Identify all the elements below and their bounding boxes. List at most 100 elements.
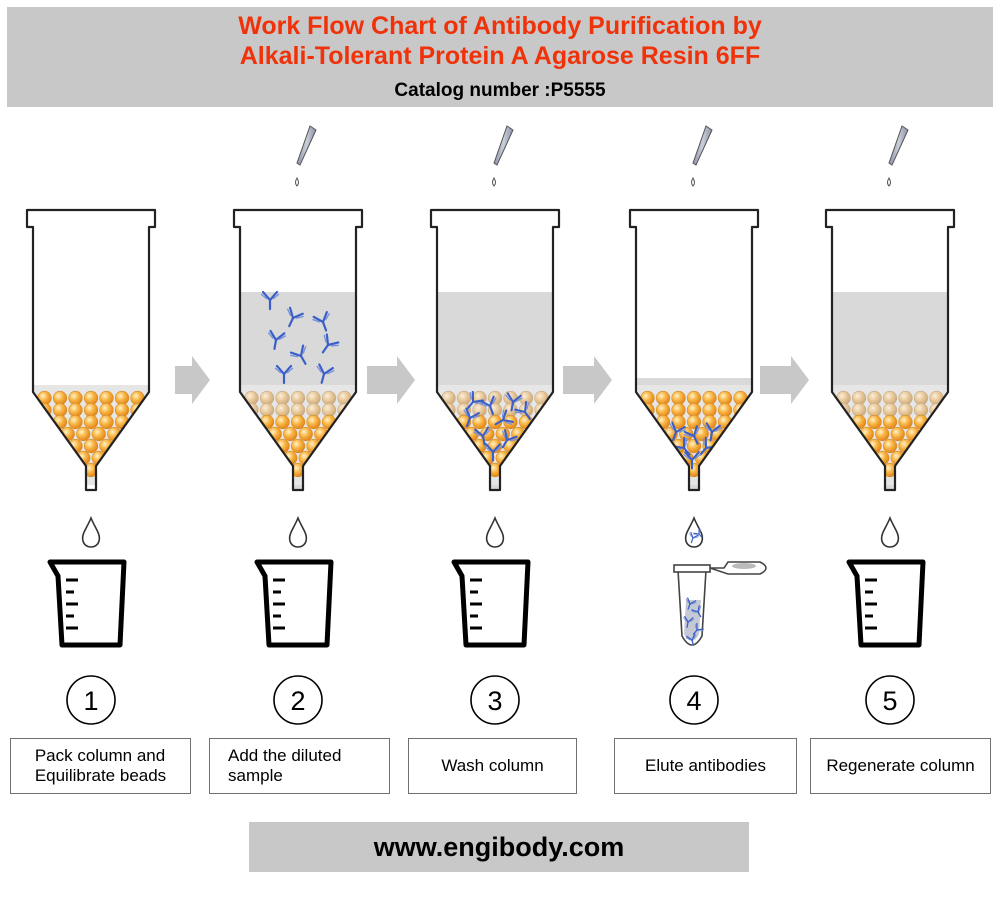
antibody-icon (514, 400, 531, 421)
drop-icon (81, 515, 101, 548)
antibody-icon (473, 426, 491, 446)
resin-bead (859, 450, 874, 466)
step-number-text: 5 (882, 686, 897, 716)
resin-bead (655, 438, 671, 454)
step-number-text: 3 (487, 686, 502, 716)
beaker-icon (451, 559, 531, 648)
resin-bead (464, 450, 479, 466)
column-outline (25, 208, 157, 492)
drop-icon (288, 515, 308, 548)
resin-bead (890, 426, 905, 442)
resin-bead (290, 402, 306, 418)
column-5 (824, 208, 956, 492)
resin-bead (321, 402, 337, 418)
antibody-icon (501, 429, 518, 449)
antibody-icon (691, 605, 702, 618)
step-number-1: 1 (66, 675, 116, 725)
resin-bead (314, 450, 329, 466)
vessels-layer (47, 559, 926, 648)
resin-bead (83, 390, 99, 406)
resin-bead (45, 426, 60, 442)
pipettes-layer (295, 125, 909, 187)
resin-bead (867, 390, 882, 406)
antibody-icon (669, 421, 687, 442)
resin-bead (68, 390, 83, 406)
step-number-5: 5 (865, 675, 915, 725)
resin-bead (107, 450, 122, 466)
antibody-icon (484, 443, 502, 462)
beaker-icon (254, 559, 334, 648)
resin-bead (290, 390, 306, 406)
pipette-body (888, 125, 909, 166)
column-contents (636, 378, 752, 490)
arrow-right-icon (760, 356, 809, 404)
header-banner: Work Flow Chart of Antibody Purification… (7, 7, 993, 107)
catalog-number: Catalog number :P5555 (394, 80, 606, 101)
pipette-icon (295, 125, 317, 187)
resin-bead (655, 390, 671, 406)
resin-bead (671, 462, 686, 478)
resin-bead (99, 462, 114, 478)
resin-bead (114, 438, 130, 454)
resin-bead (717, 438, 733, 454)
resin-bead (259, 390, 275, 406)
step-number-circle (66, 675, 116, 725)
resin-bead (114, 390, 130, 406)
resin-bead (275, 390, 290, 406)
pipette-body (296, 125, 317, 166)
resin-bead (518, 438, 534, 454)
resin-bead (472, 462, 487, 478)
resin-bead (275, 414, 290, 430)
resin-bead (913, 402, 929, 418)
antibody-icon (704, 422, 722, 442)
antibody-icon (289, 344, 307, 365)
resin-bead (898, 402, 913, 418)
antibody-icon (689, 531, 699, 544)
resin-bead (526, 426, 541, 442)
resin-bead (456, 438, 472, 454)
pipette-drop (492, 177, 496, 187)
resin-bead (851, 390, 867, 406)
title-line-1: Work Flow Chart of Antibody Purification… (238, 12, 762, 40)
resin-bead (290, 438, 306, 454)
step-label-3: Wash column (408, 738, 577, 794)
tube-rim (673, 564, 711, 573)
drop-icon (684, 515, 704, 548)
resin-bead (534, 414, 549, 430)
antibody-icon (693, 528, 703, 538)
beaker-icon (47, 559, 127, 648)
resin-bead (702, 462, 717, 478)
resin-bead (267, 450, 282, 466)
resin-bead (306, 414, 321, 430)
column-outline (628, 208, 760, 492)
antibody-icon (260, 290, 280, 311)
resin-bead (875, 426, 890, 442)
beaker-icon (846, 559, 926, 648)
antibody-icon (267, 329, 287, 350)
resin-bead (329, 426, 344, 442)
resin-bead (898, 414, 913, 430)
resin-bead (867, 402, 882, 418)
resin-bead (686, 414, 702, 430)
resin-bead (655, 402, 671, 418)
resin-bead (898, 390, 913, 406)
resin-bead (456, 390, 472, 406)
website-footer[interactable]: www.engibody.com (249, 822, 749, 872)
resin-bead (686, 402, 702, 418)
pipette-drop (887, 177, 891, 187)
resin-bead (114, 402, 130, 418)
resin-bead (882, 390, 898, 406)
resin-bead (68, 414, 83, 430)
column-2 (232, 208, 364, 492)
column-outline (429, 208, 561, 492)
resin-bead (52, 438, 68, 454)
drop-icon (485, 515, 505, 548)
pipette-drop (295, 177, 299, 187)
antibody-icon (683, 425, 700, 445)
resin-bead (851, 402, 867, 418)
resin-bead (275, 402, 290, 418)
resin-bead (283, 426, 298, 442)
resin-bead (441, 414, 456, 430)
resin-bead (882, 402, 898, 418)
